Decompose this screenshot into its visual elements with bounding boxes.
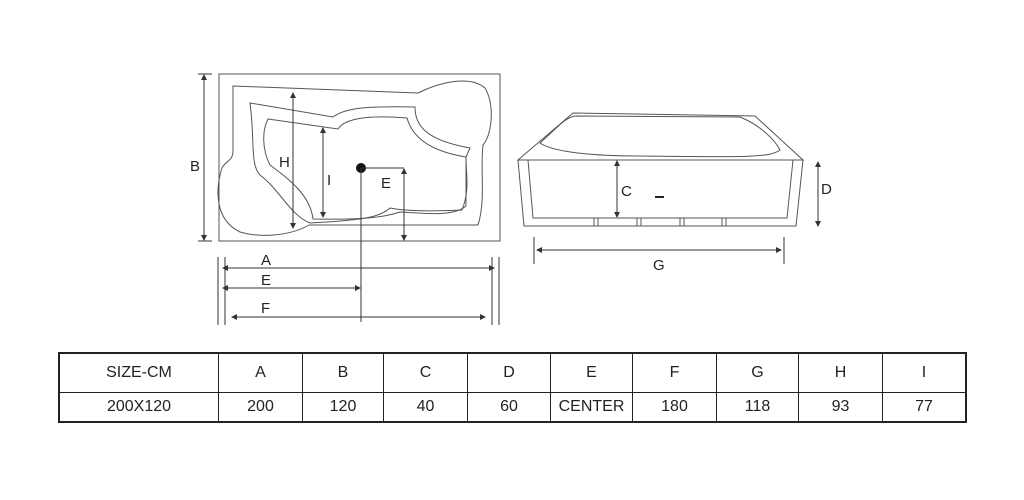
- top-view: [198, 73, 501, 325]
- table-cell: 118: [716, 392, 799, 423]
- tub-feet: [593, 217, 727, 227]
- size-table: SIZE-CM A B C D E F G H I 200X120 200 12…: [58, 352, 967, 423]
- table-row: 200X120 200 120 40 60 CENTER 180 118 93 …: [58, 392, 967, 423]
- tub-rim-middle: [249, 102, 471, 224]
- label-c: C: [621, 183, 632, 200]
- label-e-horizontal: E: [261, 272, 271, 289]
- table-cell: 77: [882, 392, 967, 423]
- table-cell: 60: [467, 392, 551, 423]
- tub-top-rim: [516, 112, 805, 161]
- table-cell: 200X120: [58, 392, 219, 423]
- table-header-cell: H: [798, 352, 883, 393]
- label-h: H: [279, 154, 290, 171]
- tub-basin-inner: [263, 116, 467, 220]
- table-header-cell: C: [383, 352, 468, 393]
- table-cell: 200: [218, 392, 303, 423]
- label-g: G: [653, 257, 665, 274]
- table-cell: CENTER: [550, 392, 633, 423]
- tub-body: [517, 159, 804, 227]
- table-cell: 40: [383, 392, 468, 423]
- label-e-vertical: E: [381, 175, 391, 192]
- table-header-cell: G: [716, 352, 799, 393]
- table-header-cell: E: [550, 352, 633, 393]
- table-header-cell: I: [882, 352, 967, 393]
- table-header-cell: B: [302, 352, 384, 393]
- tub-outline-frame: [218, 73, 501, 242]
- table-cell: 120: [302, 392, 384, 423]
- bathtub-diagram: B H I E A E F C D G: [190, 73, 832, 325]
- table-header-cell: SIZE-CM: [58, 352, 219, 393]
- label-f: F: [261, 300, 270, 317]
- label-i: I: [327, 172, 331, 189]
- table-cell: 180: [632, 392, 717, 423]
- side-view: [516, 112, 821, 264]
- table-header-cell: D: [467, 352, 551, 393]
- table-header-cell: A: [218, 352, 303, 393]
- label-d: D: [821, 181, 832, 198]
- table-header-cell: F: [632, 352, 717, 393]
- label-a: A: [261, 252, 271, 269]
- table-cell: 93: [798, 392, 883, 423]
- label-b: B: [190, 158, 200, 175]
- table-header-row: SIZE-CM A B C D E F G H I: [58, 352, 967, 393]
- tub-rim-outer: [217, 80, 492, 236]
